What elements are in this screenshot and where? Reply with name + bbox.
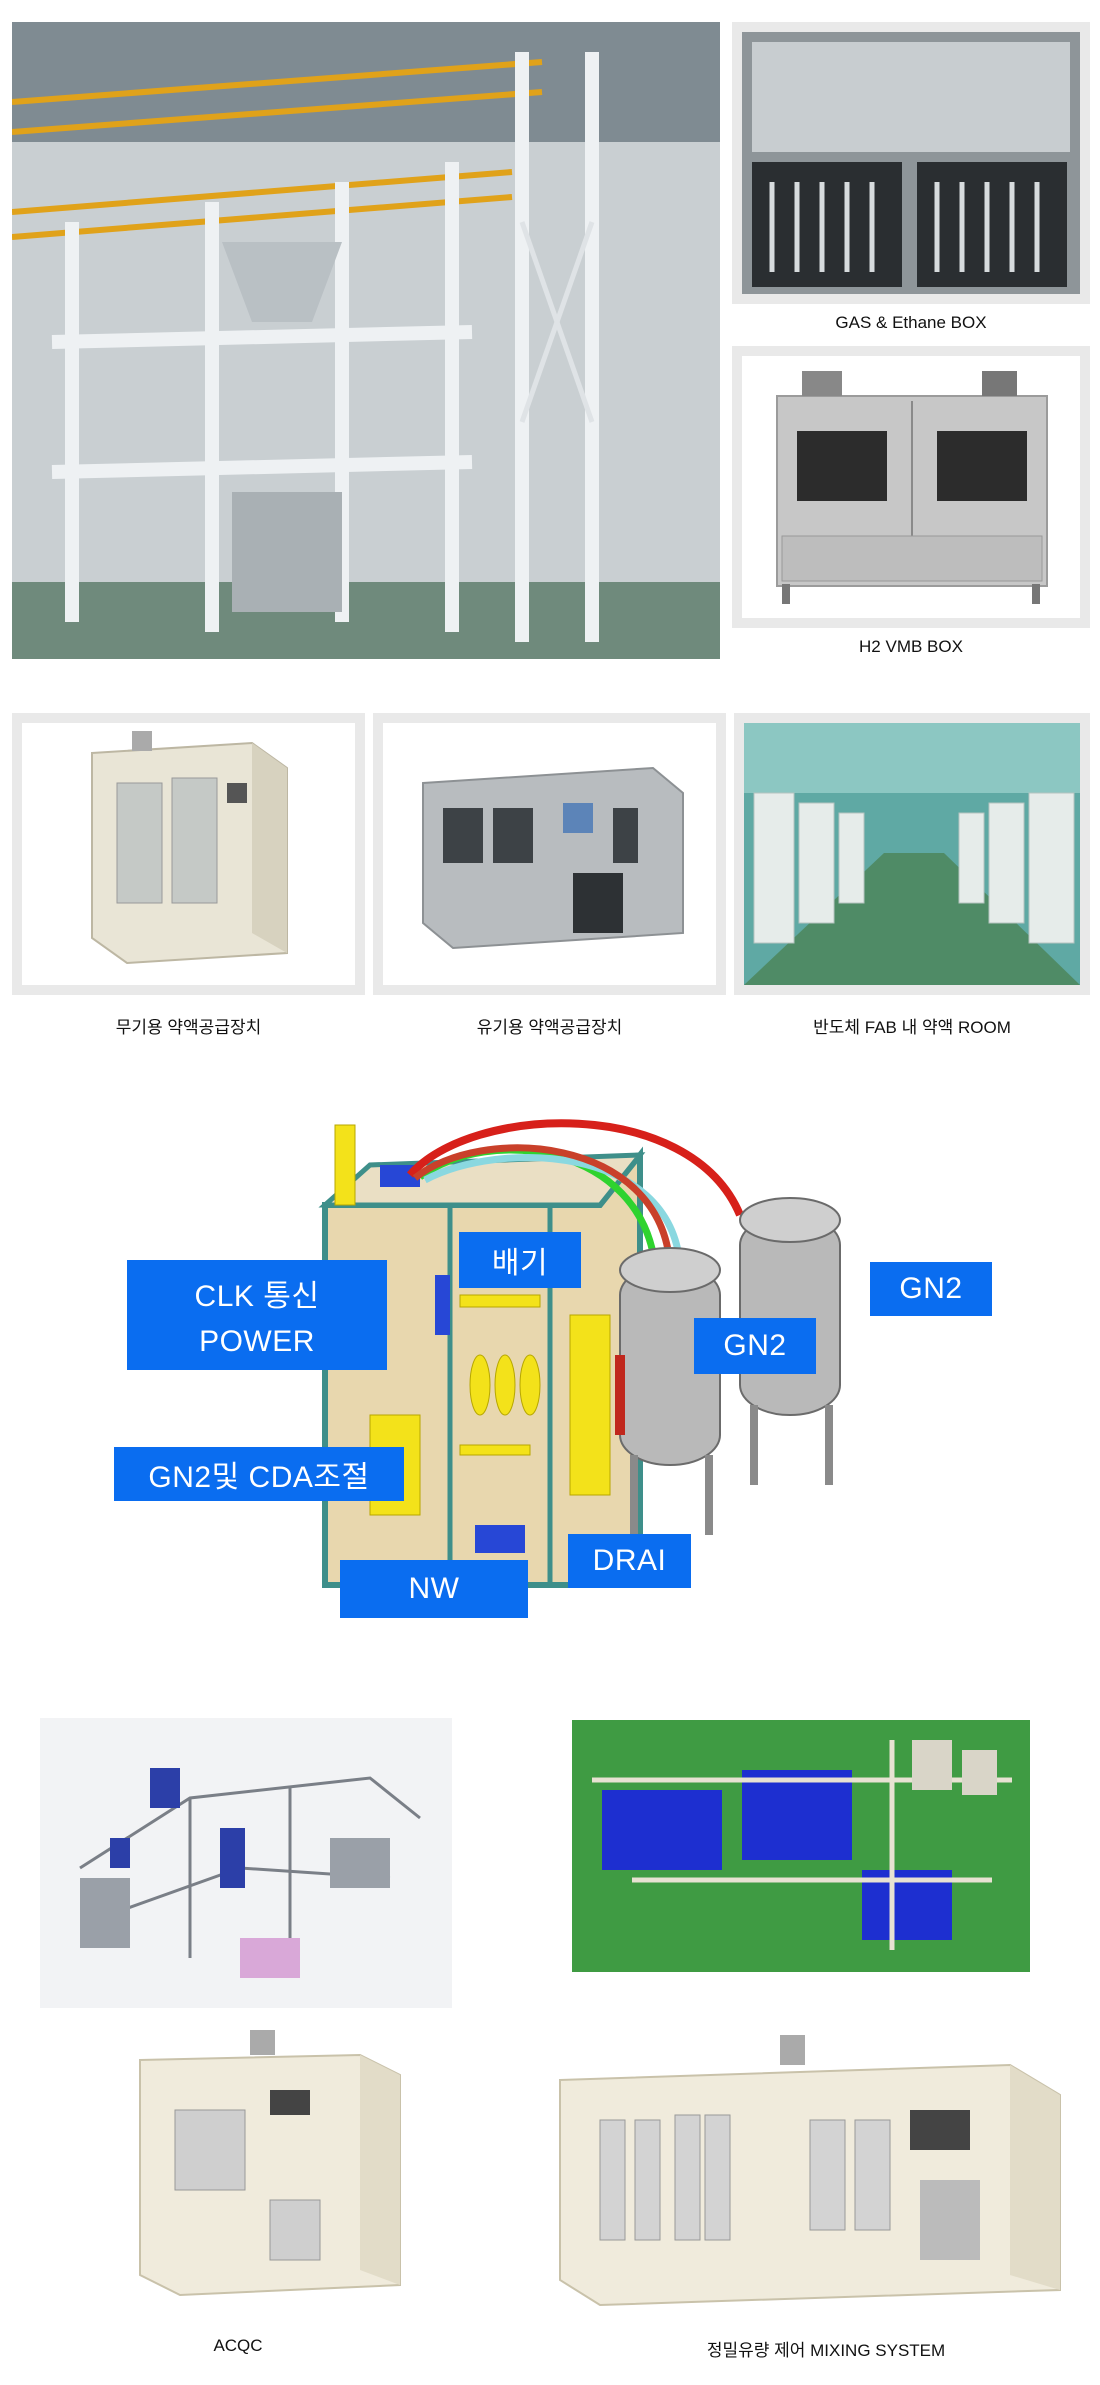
plant-photo xyxy=(12,22,720,659)
gn2-right-label: GN2 xyxy=(870,1262,992,1316)
mixing-piping-cad xyxy=(572,1720,1030,1972)
acqc-piping-cad xyxy=(40,1718,452,2008)
gn2-mid-label: GN2 xyxy=(694,1318,816,1374)
organic-supply-unit-caption: 유기용 약액공급장치 xyxy=(476,1018,623,1037)
nw-label: NW xyxy=(340,1560,528,1618)
mixing-system-caption: 정밀유량 제어 MIXING SYSTEM xyxy=(706,2341,946,2360)
fab-chemical-room-caption: 반도체 FAB 내 약액 ROOM xyxy=(813,1018,1011,1037)
inorganic-supply-unit-caption: 무기용 약액공급장치 xyxy=(115,1018,262,1037)
clk-power-label: CLK 통신 POWER xyxy=(127,1260,387,1370)
gas-ethane-box-frame xyxy=(732,22,1090,304)
h2-vmb-box-caption: H2 VMB BOX xyxy=(859,637,963,656)
fab-chemical-room-frame xyxy=(734,713,1090,995)
gn2-cda-label: GN2및 CDA조절 xyxy=(114,1447,404,1501)
h2-vmb-box-photo xyxy=(742,356,1080,618)
organic-supply-unit-frame xyxy=(373,713,726,995)
power-text: POWER xyxy=(199,1325,315,1358)
inorganic-supply-unit-photo xyxy=(22,723,355,985)
h2-vmb-box-frame xyxy=(732,346,1090,628)
drain-label: DRAI xyxy=(568,1534,691,1588)
inorganic-supply-unit-frame xyxy=(12,713,365,995)
organic-supply-unit-photo xyxy=(383,723,716,985)
fab-chemical-room-photo xyxy=(744,723,1080,985)
gas-ethane-box-caption: GAS & Ethane BOX xyxy=(835,313,987,332)
exhaust-label: 배기 xyxy=(459,1232,581,1288)
clk-comm-text: CLK 통신 xyxy=(194,1280,320,1313)
gas-ethane-box-photo xyxy=(742,32,1080,294)
acqc-caption: ACQC xyxy=(213,2336,263,2355)
acqc-unit-photo xyxy=(110,2020,410,2310)
mixing-system-photo xyxy=(540,2020,1080,2320)
